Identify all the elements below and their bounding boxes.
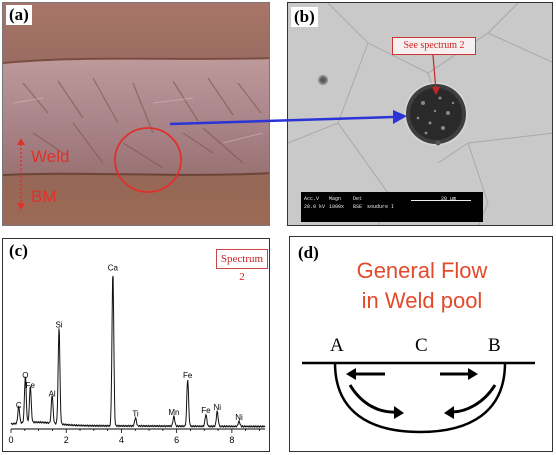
weld-micrograph-image [3,3,269,225]
det-value: BSE [353,204,363,210]
panel-c-label: (c) [6,241,31,261]
peak-label-fe: Fe [26,381,36,390]
peak-label-ni: Ni [213,403,221,412]
x-tick-label: 4 [119,435,124,445]
scale-bar-line [411,200,471,201]
panel-a-label: (a) [6,5,32,25]
acc-v-value: 20.0 kV [304,204,326,210]
peak-label-mn: Mn [168,408,179,417]
scale-bar-label: 20 µm [441,196,457,202]
panel-b-label: (b) [291,7,318,27]
peak-label-si: Si [55,321,62,330]
peak-label-fe: Fe [183,371,193,380]
x-tick-label: 2 [64,435,69,445]
peak-label-o: O [22,371,28,380]
peak-label-ti: Ti [132,410,139,419]
flow-title-line2: in Weld pool [361,288,483,313]
point-c-label: C [415,335,428,356]
x-tick-label: 0 [8,435,13,445]
panel-d-flow-diagram: (d) General Flow in Weld pool A C B [289,236,553,452]
x-tick-label: 6 [174,435,179,445]
spectrum-trace [10,275,266,429]
panel-a-weld-micrograph: (a) Weld BM [2,2,270,226]
peak-label-al: Al [49,389,56,398]
sem-info-bar: Acc.V 20.0 kV Magn 1000x Det BSE soudure… [301,192,483,222]
panel-b-sem-image: (b) See spectrum 2 Acc.V 20.0 kV Magn 10… [287,2,553,226]
panel-d-label: (d) [295,243,322,263]
x-tick-label: 8 [229,435,234,445]
spectrum-label-box: Spectrum 2 [216,249,268,283]
weld-pool-diagram [302,361,535,434]
acc-v-label: Acc.V [304,196,320,202]
peak-label-c: C [16,401,22,410]
point-b-label: B [488,335,501,356]
weld-label: Weld [31,147,70,166]
magn-label: Magn [329,196,342,202]
magn-value: 1000x [329,204,345,210]
sample-name: soudure I [367,204,395,210]
peak-label-ni: Ni [235,413,243,422]
flow-title-line1: General Flow [356,258,488,283]
flow-arrows-icon [346,368,497,419]
base-metal-label: BM [31,187,57,206]
see-spectrum-callout: See spectrum 2 [392,37,476,55]
peak-label-ca: Ca [108,263,119,272]
point-a-label: A [330,335,344,356]
weld-pool-boundary [333,362,507,434]
peak-label-fe: Fe [201,406,211,415]
det-label: Det [353,196,363,202]
